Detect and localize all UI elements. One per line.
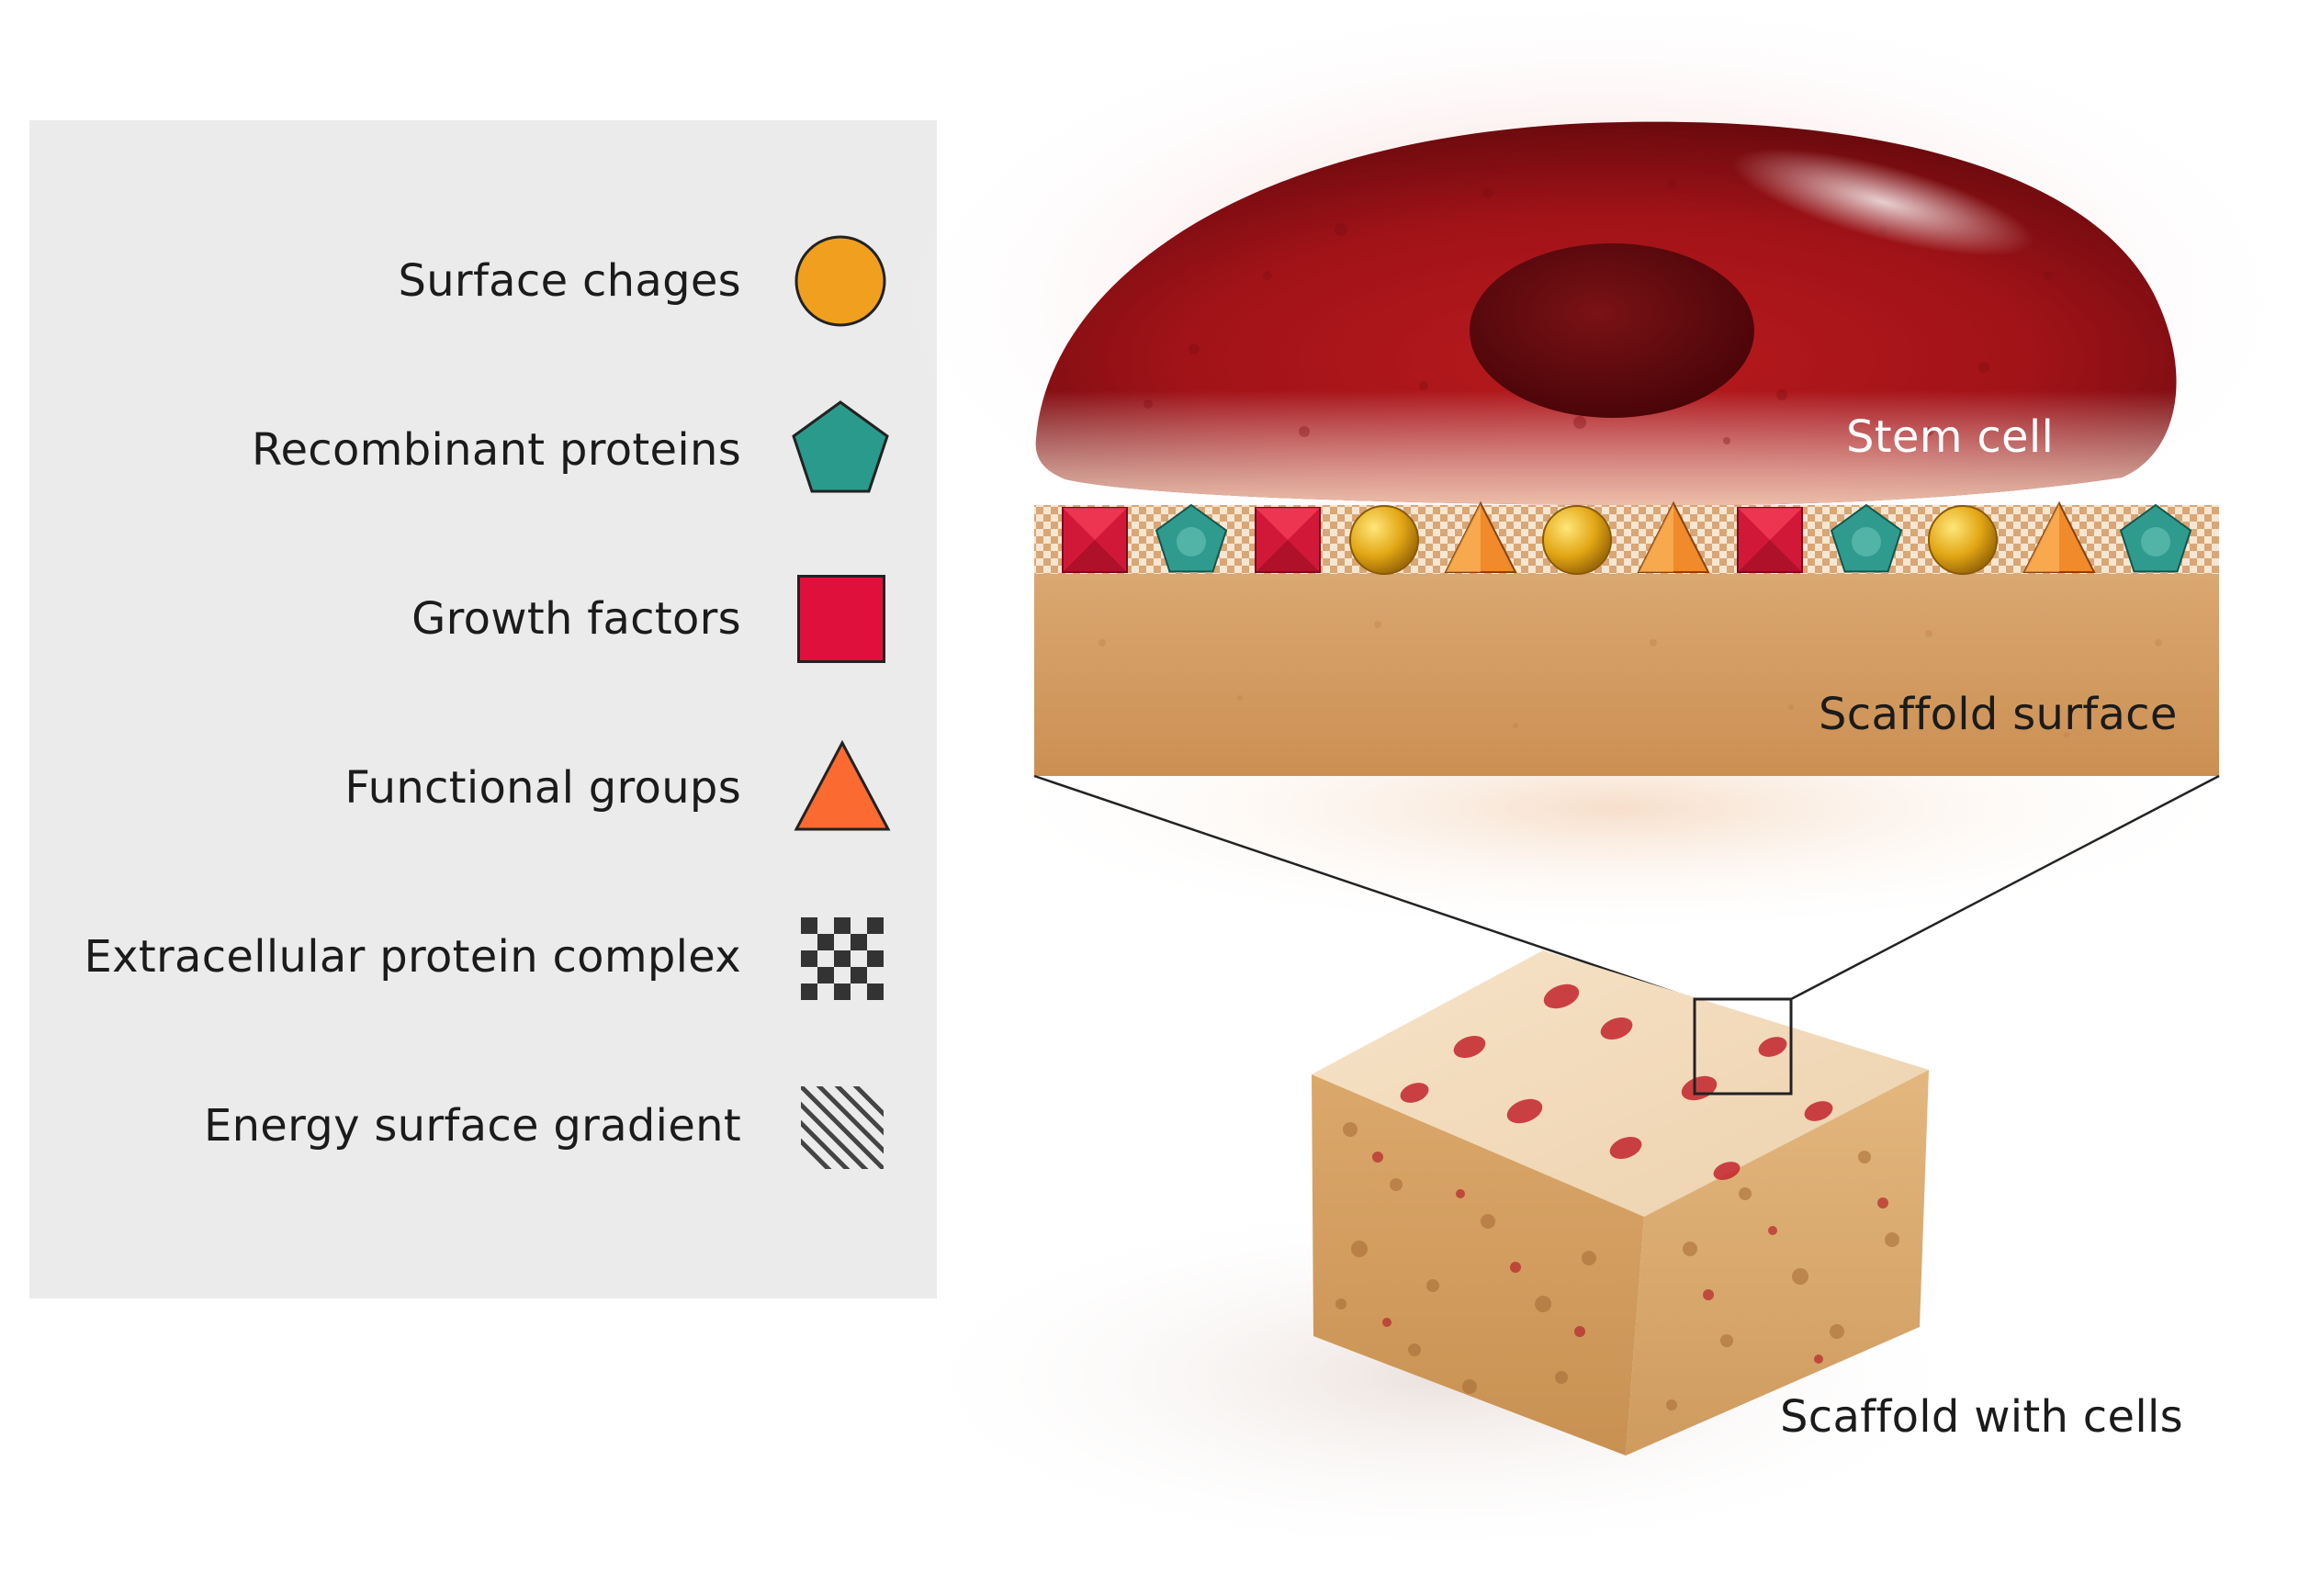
diagonal-stripes-icon: [801, 1086, 884, 1169]
surface-molecule-pentagon: [1155, 503, 1228, 573]
stem-cell: [1035, 121, 2177, 506]
legend-label-extracellular-protein-complex: Extracellular protein complex: [84, 931, 741, 983]
checkerboard-icon: [801, 917, 884, 1000]
triangle-icon: [794, 739, 891, 832]
surface-molecule-row: [1062, 500, 2192, 575]
scaffold-cube: [1312, 950, 1929, 1456]
surface-molecule-circle: [1542, 505, 1612, 575]
surface-molecule-square: [1737, 507, 1803, 573]
legend-label-energy-surface-gradient: Energy surface gradient: [203, 1100, 741, 1152]
cube-side-face: [1626, 1070, 1929, 1456]
surface-molecule-circle: [1928, 505, 1998, 575]
square-icon: [797, 575, 885, 663]
zoom-box: [1693, 997, 1793, 1096]
legend-label-growth-factors: Growth factors: [411, 593, 741, 645]
surface-molecule-square: [1062, 507, 1128, 573]
zoom-indicator: [1033, 774, 2220, 1001]
scaffold-surface-label: Scaffold surface: [1819, 689, 2178, 740]
cell-highlight: [1731, 148, 2034, 256]
legend-panel: Surface chages Recombinant proteins Grow…: [29, 120, 937, 1298]
nucleus: [1470, 243, 1754, 418]
surface-molecule-pentagon: [1830, 503, 1903, 573]
scaffold-surface-slab: [1034, 505, 2219, 776]
cube-top-face: [1312, 950, 1929, 1217]
pentagon-icon: [792, 400, 889, 494]
cube-front-face: [1312, 1074, 1644, 1456]
surface-molecule-triangle: [1444, 500, 1517, 573]
surface-molecule-square: [1255, 507, 1321, 573]
legend-label-surface-charges: Surface chages: [398, 255, 741, 307]
legend-label-functional-groups: Functional groups: [344, 762, 741, 814]
surface-molecule-circle: [1349, 505, 1419, 575]
surface-coating: [1034, 505, 2219, 574]
scaffold-with-cells-label: Scaffold with cells: [1780, 1391, 2183, 1443]
surface-molecule-triangle: [2022, 500, 2096, 573]
legend-label-recombinant-proteins: Recombinant proteins: [251, 424, 741, 476]
stem-cell-label: Stem cell: [1846, 411, 2055, 463]
surface-molecule-triangle: [1637, 500, 1710, 573]
surface-molecule-pentagon: [2119, 503, 2192, 573]
